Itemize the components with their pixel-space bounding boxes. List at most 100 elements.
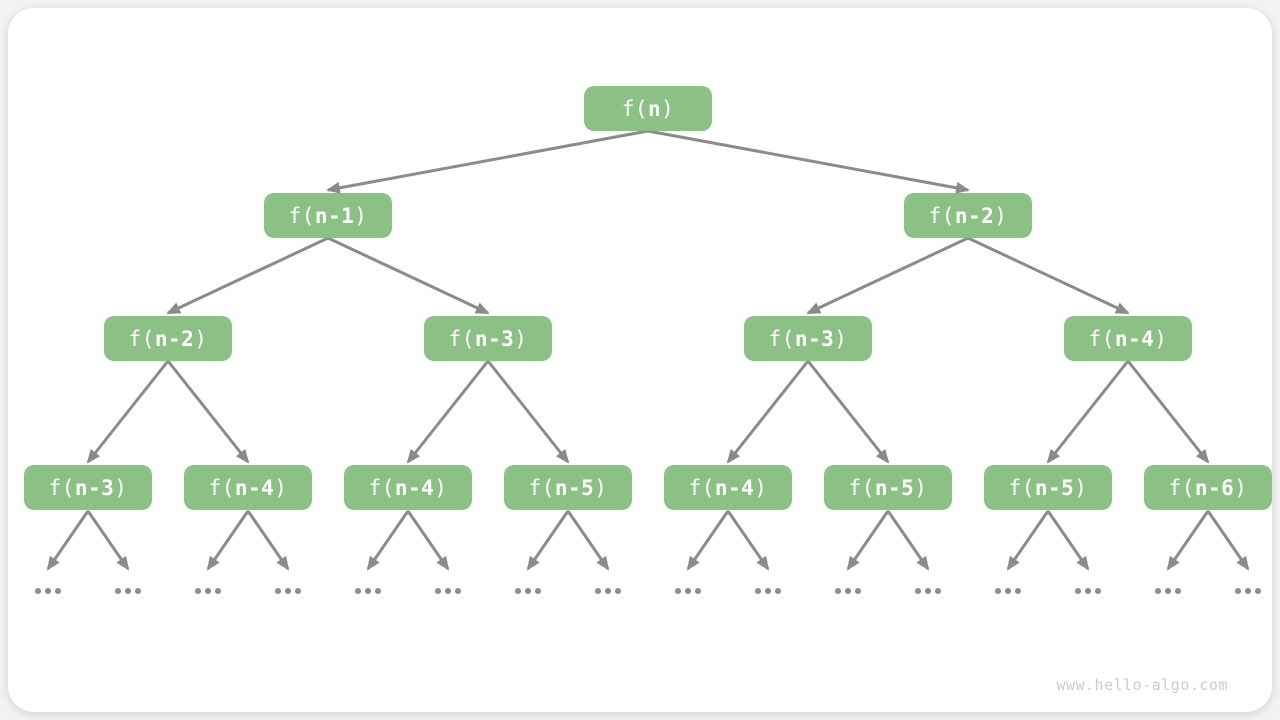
tree-node: f(n-3) — [424, 316, 552, 361]
ellipsis-dots — [1155, 588, 1181, 594]
ellipsis-dot — [1085, 588, 1091, 594]
tree-node: f(n-1) — [264, 193, 392, 238]
tree-node: f(n-4) — [664, 465, 792, 510]
ellipsis-dot — [1255, 588, 1261, 594]
node-label-bold: n-3 — [474, 326, 515, 351]
node-label-post: ) — [354, 203, 368, 228]
ellipsis-dots — [435, 588, 461, 594]
ellipsis-dot — [125, 588, 131, 594]
ellipsis-dot — [925, 588, 931, 594]
node-label-post: ) — [834, 326, 848, 351]
tree-node: f(n-5) — [984, 465, 1112, 510]
ellipsis-dot — [1175, 588, 1181, 594]
tree-edge-arrow — [327, 236, 490, 315]
node-label-bold: n-1 — [314, 203, 355, 228]
node-label-pre: f( — [528, 475, 555, 500]
node-label-pre: f( — [48, 475, 75, 500]
tree-edge-arrow — [806, 236, 969, 315]
ellipsis-dot — [1245, 588, 1251, 594]
node-label-bold: n-2 — [954, 203, 995, 228]
tree-edge-arrow — [206, 510, 250, 571]
ellipsis-dots — [115, 588, 141, 594]
node-label-bold: n-6 — [1194, 475, 1235, 500]
ellipsis-dot — [45, 588, 51, 594]
diagram-card: f(n)f(n-1)f(n-2)f(n-2)f(n-3)f(n-3)f(n-4)… — [8, 8, 1272, 712]
node-label-bold: n-5 — [554, 475, 595, 500]
tree-edge-arrow — [1166, 510, 1210, 571]
node-label-bold: n — [647, 96, 662, 121]
ellipsis-dot — [855, 588, 861, 594]
tree-node: f(n-5) — [824, 465, 952, 510]
node-label-bold: n-2 — [154, 326, 195, 351]
tree-edge-arrow — [166, 236, 329, 315]
ellipsis-dot — [515, 588, 521, 594]
ellipsis-dot — [525, 588, 531, 594]
node-label-bold: n-4 — [714, 475, 755, 500]
node-label-pre: f( — [448, 326, 475, 351]
ellipsis-dot — [845, 588, 851, 594]
ellipsis-dot — [755, 588, 761, 594]
tree-edge-arrow — [726, 360, 810, 464]
ellipsis-dot — [935, 588, 941, 594]
node-label-pre: f( — [621, 96, 648, 121]
tree-node: f(n-4) — [1064, 316, 1192, 361]
node-label-pre: f( — [288, 203, 315, 228]
ellipsis-dot — [275, 588, 281, 594]
watermark: www.hello-algo.com — [1056, 676, 1228, 694]
node-label-pre: f( — [688, 475, 715, 500]
tree-edge-arrow — [806, 360, 890, 464]
ellipsis-dot — [375, 588, 381, 594]
tree-edge-arrow — [726, 510, 770, 571]
node-label-post: ) — [434, 475, 448, 500]
node-label-pre: f( — [1088, 326, 1115, 351]
node-label-bold: n-3 — [794, 326, 835, 351]
tree-node: f(n-6) — [1144, 465, 1272, 510]
tree-edge-arrow — [326, 129, 649, 194]
tree-edge-arrow — [406, 510, 450, 571]
node-label-post: ) — [274, 475, 288, 500]
ellipsis-dot — [675, 588, 681, 594]
tree-node: f(n-4) — [344, 465, 472, 510]
ellipsis-dot — [455, 588, 461, 594]
tree-edge-arrow — [166, 360, 250, 464]
ellipsis-dot — [1155, 588, 1161, 594]
ellipsis-dot — [765, 588, 771, 594]
node-label-post: ) — [661, 96, 675, 121]
tree-edge-arrow — [46, 510, 90, 571]
node-label-pre: f( — [1168, 475, 1195, 500]
tree-edge-arrow — [86, 510, 130, 571]
tree-edge-arrow — [1206, 510, 1250, 571]
tree-edge-arrow — [1006, 510, 1050, 571]
ellipsis-dot — [1005, 588, 1011, 594]
tree-node: f(n-2) — [904, 193, 1032, 238]
node-label-bold: n-4 — [234, 475, 275, 500]
ellipsis-dot — [285, 588, 291, 594]
ellipsis-dots — [275, 588, 301, 594]
ellipsis-dot — [195, 588, 201, 594]
node-label-post: ) — [754, 475, 768, 500]
ellipsis-dot — [215, 588, 221, 594]
ellipsis-dots — [1235, 588, 1261, 594]
ellipsis-dot — [595, 588, 601, 594]
ellipsis-dots — [755, 588, 781, 594]
node-label-post: ) — [194, 326, 208, 351]
tree-edge-arrow — [1046, 360, 1130, 464]
ellipsis-dots — [195, 588, 221, 594]
tree-node: f(n) — [584, 86, 712, 131]
ellipsis-dots — [35, 588, 61, 594]
ellipsis-dots — [915, 588, 941, 594]
node-label-post: ) — [1234, 475, 1248, 500]
ellipsis-dot — [685, 588, 691, 594]
ellipsis-dot — [1165, 588, 1171, 594]
ellipsis-dots — [595, 588, 621, 594]
ellipsis-dot — [435, 588, 441, 594]
node-label-post: ) — [994, 203, 1008, 228]
tree-edge-arrow — [366, 510, 410, 571]
ellipsis-dot — [615, 588, 621, 594]
node-label-pre: f( — [368, 475, 395, 500]
ellipsis-dots — [1075, 588, 1101, 594]
node-label-bold: n-5 — [874, 475, 915, 500]
ellipsis-dot — [355, 588, 361, 594]
node-label-post: ) — [114, 475, 128, 500]
tree-edge-arrow — [526, 510, 570, 571]
